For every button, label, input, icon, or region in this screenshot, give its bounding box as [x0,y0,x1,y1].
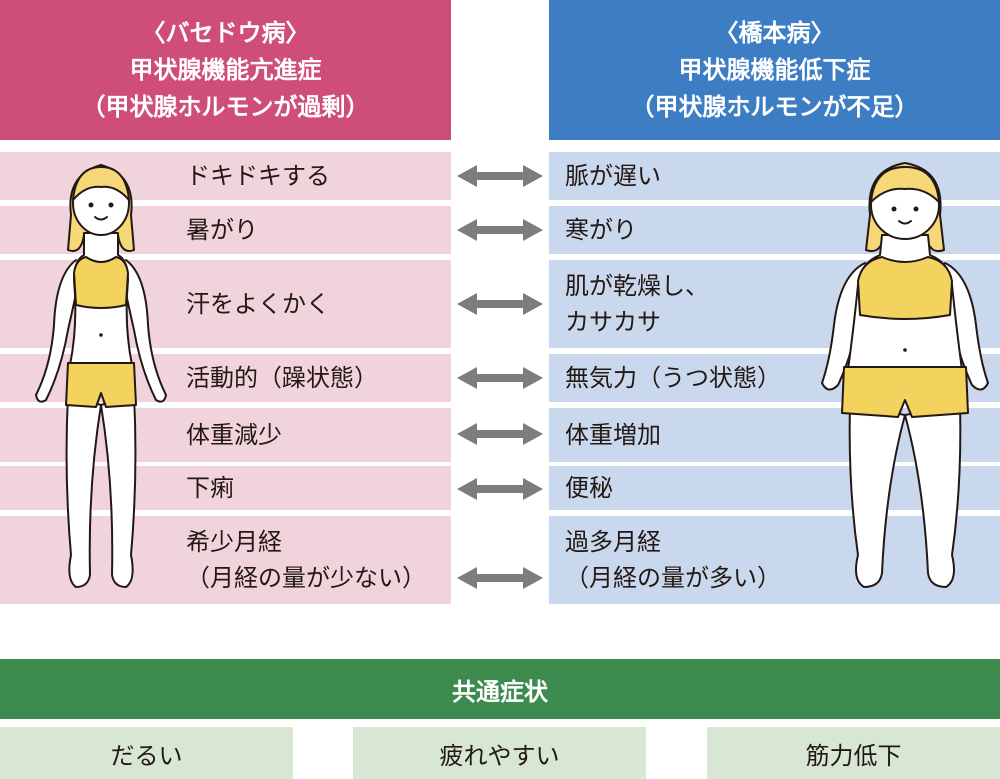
common-symptom-text: 筋力低下 [805,741,902,770]
hypo-symptom-text: 過多月経 [565,528,661,556]
hypo-symptom-text: 寒がり [565,216,637,244]
common-symptom-item: 筋力低下 [707,727,1000,779]
hypothyroid-header: 〈橋本病〉 甲状腺機能低下症 （甲状腺ホルモンが不足） [549,0,1000,140]
hyper-symptom-text: 活動的（躁状態） [186,364,378,392]
double-arrow-icon [457,567,543,589]
double-arrow-icon [457,165,543,187]
hyper-symptom-text: 暑がり [186,216,258,244]
common-symptom-text: だるい [110,741,183,770]
double-arrow-icon [457,423,543,445]
hyperthyroid-header: 〈バセドウ病〉 甲状腺機能亢進症 （甲状腺ホルモンが過剰） [0,0,451,140]
hypo-symptom-text: 体重増加 [565,421,661,449]
common-symptom-item: 疲れやすい [353,727,646,779]
thin-woman-figure [35,164,167,588]
heavy-woman-figure [821,162,989,588]
hypo-symptom-text: 肌が乾燥し、 [565,272,709,300]
common-symptom-item: だるい [0,727,293,779]
hyper-symptom-text: ドキドキする [186,162,330,190]
hyper-symptom-text: 汗をよくかく [186,290,330,318]
hyper-symptom-text: 下痢 [186,474,234,502]
common-symptoms-header: 共通症状 [0,659,1000,719]
common-symptom-text: 疲れやすい [439,741,560,770]
hypothyroid-condition: 甲状腺機能低下症 [678,55,871,84]
hypo-symptom-text: 脈が遅い [565,162,661,190]
hyper-symptom-text: 希少月経 [186,528,282,556]
hypo-symptom-text: 無気力（うつ状態） [565,364,781,392]
double-arrow-icon [457,293,543,315]
double-arrow-icon [457,367,543,389]
hypo-symptom-subtext: カサカサ [565,308,661,336]
hyperthyroid-condition: 甲状腺機能亢進症 [129,55,322,84]
hypothyroid-hormone-note: （甲状腺ホルモンが不足） [630,92,919,121]
hyperthyroid-hormone-note: （甲状腺ホルモンが過剰） [81,92,370,121]
hypothyroid-disease-name: 〈橋本病〉 [714,18,835,47]
double-arrow-icon [457,478,543,500]
hyper-symptom-subtext: （月経の量が少ない） [186,564,426,592]
hyperthyroid-disease-name: 〈バセドウ病〉 [141,18,310,47]
common-symptoms-title: 共通症状 [452,677,548,706]
hyper-symptom-text: 体重減少 [186,421,282,449]
double-arrow-icon [457,219,543,241]
hypo-symptom-subtext: （月経の量が多い） [565,564,781,592]
hypo-symptom-text: 便秘 [565,474,613,502]
